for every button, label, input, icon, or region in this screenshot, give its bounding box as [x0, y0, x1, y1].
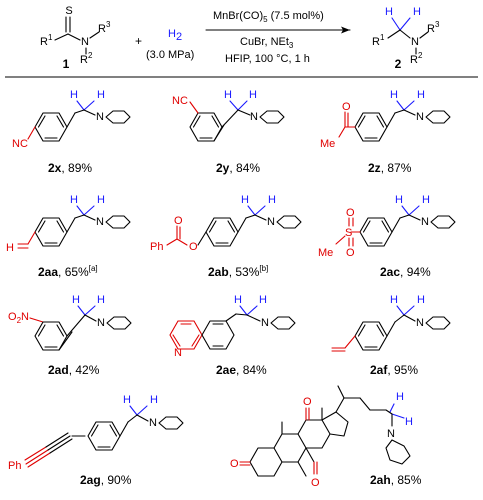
svg-text:H: H [224, 89, 232, 101]
svg-text:O2N: O2N [8, 311, 29, 325]
svg-text:O: O [346, 207, 355, 219]
svg-text:H: H [150, 394, 158, 406]
label-2aa: 2aa, 65%[a] [38, 264, 98, 279]
svg-text:N: N [149, 417, 157, 429]
svg-text:N: N [96, 216, 104, 228]
svg-text:Ph: Ph [150, 241, 163, 253]
svg-text:H: H [268, 194, 276, 206]
reactant-thioamide: S R1 N R3 R2 1 [40, 5, 111, 71]
svg-text:N: N [411, 36, 419, 48]
svg-text:O: O [346, 247, 355, 259]
label-2ad: 2ad, 42% [48, 363, 100, 377]
svg-text:N: N [261, 317, 269, 329]
svg-text:O: O [303, 396, 312, 408]
svg-text:H: H [97, 89, 105, 101]
reactant-s-atom: S [65, 5, 72, 17]
svg-text:O: O [311, 477, 320, 489]
svg-text:N: N [416, 317, 424, 329]
compound-2ag: Ph H H N [8, 394, 184, 472]
svg-text:H: H [70, 89, 78, 101]
compound-2aa: H H H N [6, 194, 131, 254]
svg-text:H: H [70, 194, 78, 206]
svg-text:H: H [259, 294, 267, 306]
label-2x: 2x, 89% [48, 161, 92, 175]
reactant-r1: R1 [40, 33, 53, 48]
svg-text:N: N [387, 428, 395, 440]
svg-text:H: H [234, 294, 242, 306]
svg-text:N: N [421, 216, 429, 228]
svg-text:R2: R2 [410, 51, 423, 66]
svg-text:N: N [267, 216, 275, 228]
svg-text:O: O [189, 241, 198, 253]
label-2y: 2y, 84% [216, 161, 260, 175]
label-2af: 2af, 95% [370, 363, 418, 377]
compound-2y: NC H H N [172, 89, 285, 142]
svg-text:H: H [422, 194, 430, 206]
plus-sign: + [135, 34, 142, 48]
svg-text:Me: Me [318, 247, 333, 259]
compound-2z: O Me H H N [320, 89, 451, 150]
svg-text:H: H [385, 6, 393, 18]
svg-text:H: H [72, 294, 80, 306]
compound-2x: NC H H N [12, 89, 131, 150]
svg-text:NC: NC [12, 138, 28, 150]
compound-2ae: N H H N [169, 294, 296, 359]
svg-text:N: N [97, 317, 105, 329]
svg-text:R3: R3 [427, 20, 440, 35]
svg-text:N: N [416, 111, 424, 123]
compound-2ah: O O O H H N [230, 385, 413, 489]
product-label: 2 [395, 57, 402, 71]
svg-text:H: H [417, 89, 425, 101]
svg-text:H: H [390, 89, 398, 101]
h2-pressure: (3.0 MPa) [146, 49, 194, 61]
condition-solvent-temp-time: HFIP, 100 °C, 1 h [225, 53, 310, 65]
svg-text:H: H [413, 6, 421, 18]
svg-text:H: H [417, 294, 425, 306]
svg-text:H: H [6, 242, 14, 254]
svg-text:O: O [174, 215, 183, 227]
label-2ae: 2ae, 84% [216, 363, 267, 377]
svg-text:H: H [249, 89, 257, 101]
svg-text:Ph: Ph [8, 460, 21, 472]
svg-text:H: H [395, 194, 403, 206]
svg-text:O: O [230, 458, 239, 470]
conditions: MnBr(CO)5 (7.5 mol%) CuBr, NEt3 HFIP, 10… [205, 10, 351, 65]
label-2ah: 2ah, 85% [370, 473, 422, 487]
compound-2ad: O2N H H N [8, 294, 132, 351]
svg-text:H: H [241, 194, 249, 206]
label-2z: 2z, 87% [368, 161, 412, 175]
svg-text:N: N [96, 111, 104, 123]
compound-2ac: S O O Me H H N [318, 194, 456, 259]
label-2ag: 2ag, 90% [80, 473, 132, 487]
reactant-label: 1 [63, 57, 70, 71]
svg-text:N: N [174, 347, 182, 359]
reactant-n-atom: N [81, 36, 89, 48]
label-2ab: 2ab, 53%[b] [208, 264, 268, 279]
product-amine: H H R1 N R3 R2 2 [372, 6, 440, 71]
svg-text:H: H [123, 394, 131, 406]
svg-text:H: H [97, 294, 105, 306]
svg-text:H: H [390, 294, 398, 306]
svg-text:O: O [342, 101, 351, 113]
reactant-r2: R2 [80, 51, 93, 66]
h2-formula: H2 [168, 28, 182, 43]
compound-2af: H H N [331, 294, 451, 352]
condition-catalyst: MnBr(CO)5 (7.5 mol%) [213, 10, 324, 24]
condition-additives: CuBr, NEt3 [240, 36, 294, 50]
arrow-head [341, 26, 350, 34]
svg-text:NC: NC [172, 95, 188, 107]
reactant-r3: R3 [98, 20, 111, 35]
svg-text:Me: Me [320, 138, 335, 150]
hydrogen-reagent: H2 (3.0 MPa) [146, 28, 194, 61]
svg-text:S: S [345, 227, 352, 239]
svg-text:N: N [250, 111, 258, 123]
svg-text:H: H [396, 391, 404, 403]
svg-text:H: H [405, 416, 413, 428]
svg-text:R1: R1 [372, 33, 385, 48]
label-2ac: 2ac, 94% [380, 265, 431, 279]
svg-text:H: H [97, 194, 105, 206]
compound-2ab: Ph O O H H N [150, 194, 302, 253]
